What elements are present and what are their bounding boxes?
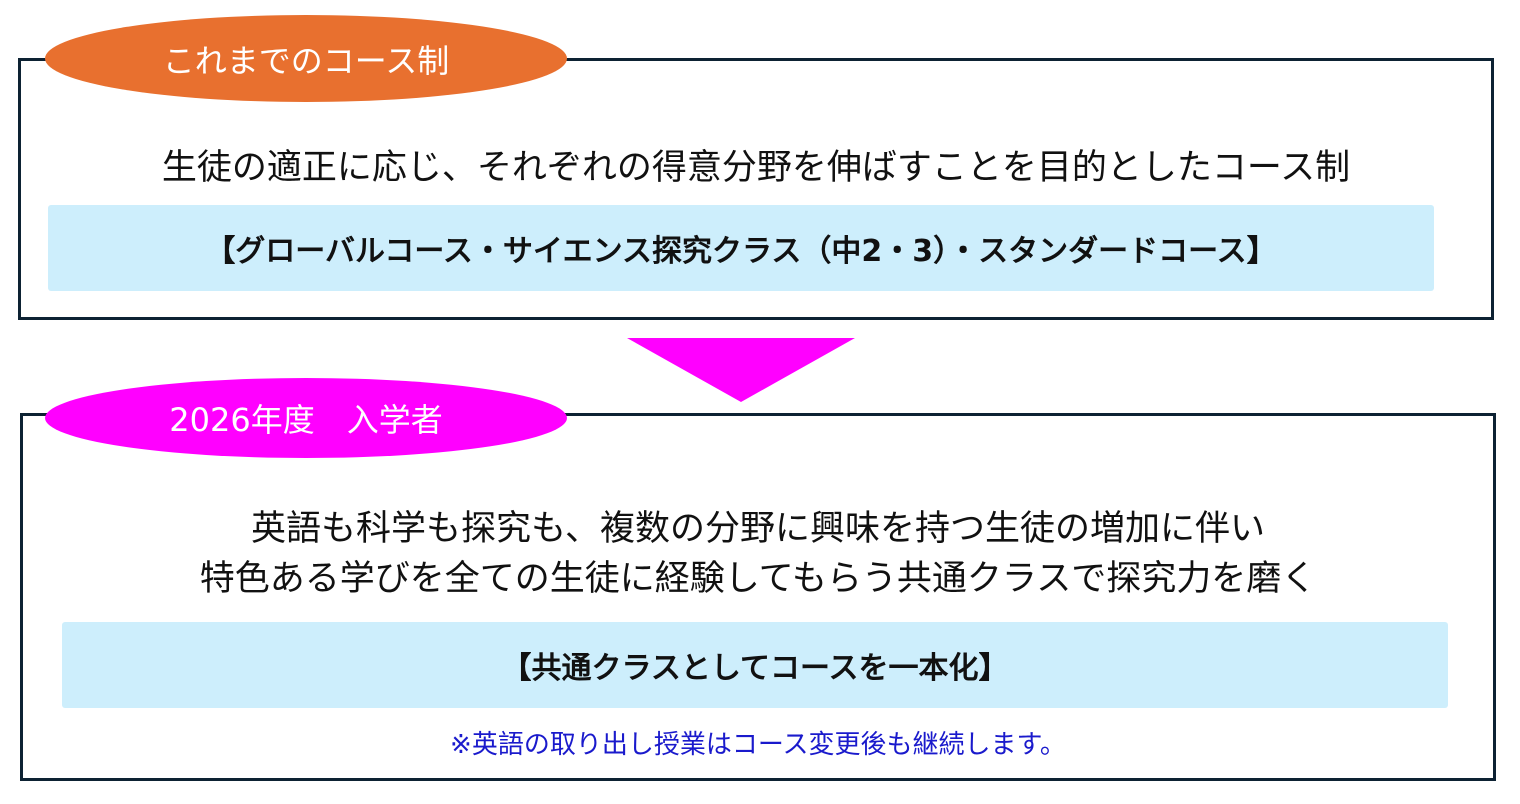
down-arrow-icon [627, 338, 855, 402]
before-courses: 【グローバルコース・サイエンス探究クラス（中2・3）・スタンダードコース】 [48, 205, 1434, 291]
after-courses: 【共通クラスとしてコースを一本化】 [62, 622, 1448, 708]
before-panel: 生徒の適正に応じ、それぞれの得意分野を伸ばすことを目的としたコース制 【グローバ… [18, 58, 1494, 320]
after-description-line-1: 英語も科学も探究も、複数の分野に興味を持つ生徒の増加に伴い [251, 509, 1265, 549]
before-description: 生徒の適正に応じ、それぞれの得意分野を伸ばすことを目的としたコース制 [161, 148, 1351, 188]
after-panel: 英語も科学も探究も、複数の分野に興味を持つ生徒の増加に伴い 特色ある学びを全ての… [20, 413, 1496, 781]
after-note: ※英語の取り出し授業はコース変更後も継続します。 [450, 730, 1066, 760]
after-description-line-2: 特色ある学びを全ての生徒に経験してもらう共通クラスで探究力を磨く [199, 559, 1317, 599]
after-label: 2026年度 入学者 [45, 378, 567, 458]
before-label: これまでのコース制 [45, 15, 567, 102]
